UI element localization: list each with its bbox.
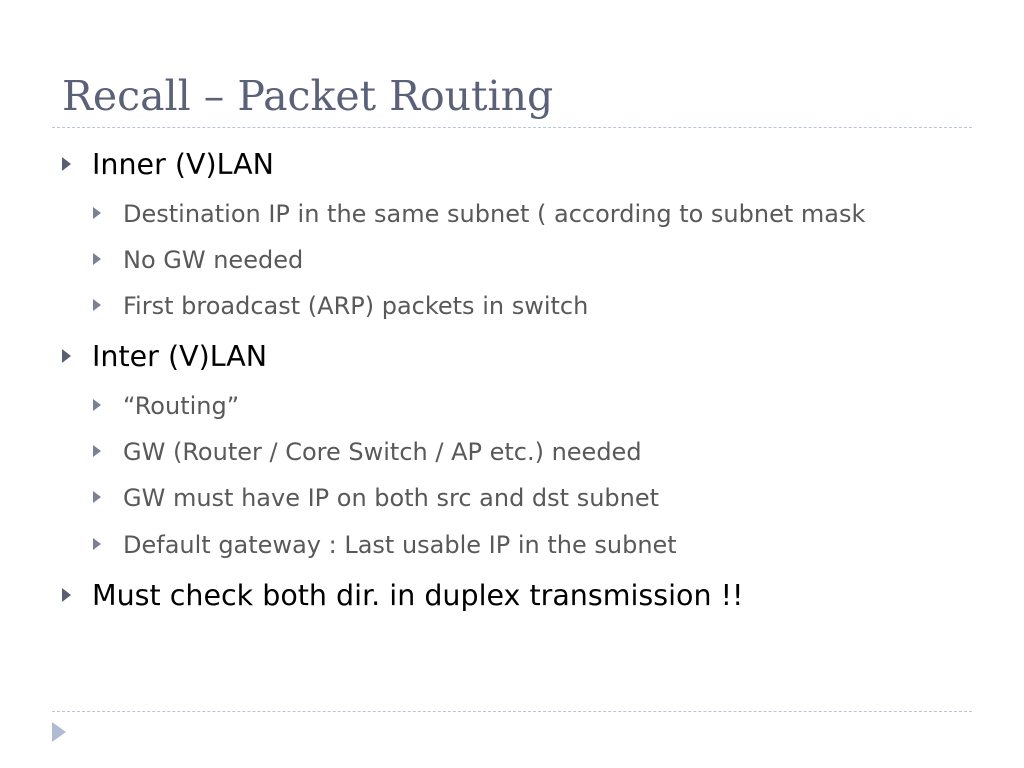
sub-bullet-item-gw-needed: GW (Router / Core Switch / AP etc.) need… xyxy=(93,437,642,467)
triangle-bullet-icon xyxy=(62,588,71,602)
footer-divider xyxy=(52,711,972,712)
triangle-bullet-icon xyxy=(62,349,71,363)
next-slide-arrow-icon[interactable] xyxy=(52,722,66,742)
triangle-bullet-icon xyxy=(93,399,101,411)
bullet-text: Destination IP in the same subnet ( acco… xyxy=(123,200,866,228)
bullet-text: Default gateway : Last usable IP in the … xyxy=(123,531,677,559)
triangle-bullet-icon xyxy=(93,299,101,311)
triangle-bullet-icon xyxy=(93,445,101,457)
bullet-item-duplex-check: Must check both dir. in duplex transmiss… xyxy=(62,578,743,614)
sub-bullet-item-first-broadcast: First broadcast (ARP) packets in switch xyxy=(93,291,588,321)
bullet-item-inter-vlan: Inter (V)LAN xyxy=(62,339,267,375)
title-divider xyxy=(52,127,972,128)
triangle-bullet-icon xyxy=(93,538,101,550)
sub-bullet-item-gw-ip: GW must have IP on both src and dst subn… xyxy=(93,483,659,513)
sub-bullet-item-no-gw: No GW needed xyxy=(93,245,303,275)
bullet-text: Inter (V)LAN xyxy=(92,340,268,373)
triangle-bullet-icon xyxy=(93,207,101,219)
triangle-bullet-icon xyxy=(93,253,101,265)
bullet-text: “Routing” xyxy=(123,392,240,420)
sub-bullet-item-default-gateway: Default gateway : Last usable IP in the … xyxy=(93,530,677,560)
sub-bullet-item-routing: “Routing” xyxy=(93,391,239,421)
triangle-bullet-icon xyxy=(93,491,101,503)
bullet-text: GW must have IP on both src and dst subn… xyxy=(123,484,660,512)
bullet-text: Must check both dir. in duplex transmiss… xyxy=(92,579,744,612)
triangle-bullet-icon xyxy=(62,157,71,171)
bullet-text: First broadcast (ARP) packets in switch xyxy=(123,292,589,320)
bullet-item-inner-vlan: Inner (V)LAN xyxy=(62,147,274,183)
slide-title: Recall – Packet Routing xyxy=(62,72,554,120)
sub-bullet-item-destination-ip: Destination IP in the same subnet ( acco… xyxy=(93,199,865,229)
bullet-text: No GW needed xyxy=(123,246,304,274)
bullet-text: GW (Router / Core Switch / AP etc.) need… xyxy=(123,438,642,466)
bullet-text: Inner (V)LAN xyxy=(92,148,274,181)
